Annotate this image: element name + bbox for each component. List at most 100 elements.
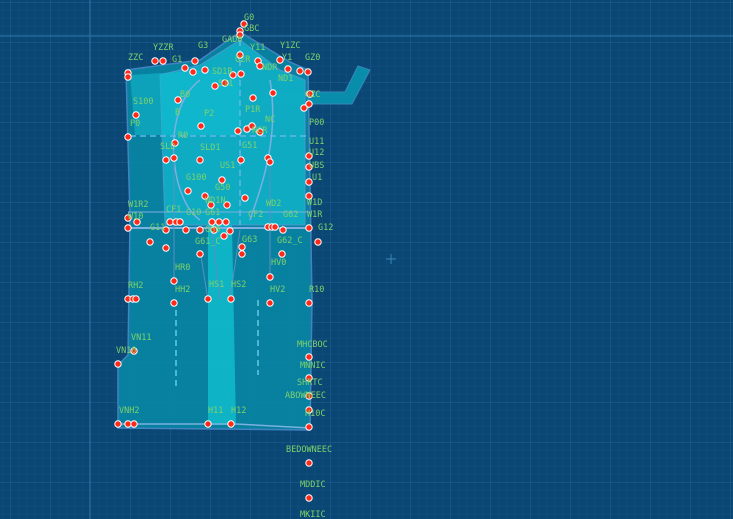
- pattern-point[interactable]: [162, 244, 170, 252]
- pattern-point[interactable]: [130, 347, 138, 355]
- pattern-point[interactable]: [220, 232, 228, 240]
- pattern-point[interactable]: [271, 223, 279, 231]
- pattern-point[interactable]: [276, 56, 284, 64]
- pattern-point[interactable]: [223, 201, 231, 209]
- pattern-point[interactable]: [238, 243, 246, 251]
- pattern-point[interactable]: [171, 139, 179, 147]
- pattern-point[interactable]: [305, 423, 313, 431]
- pattern-point[interactable]: [304, 68, 312, 76]
- pattern-point[interactable]: [207, 201, 215, 209]
- pattern-point[interactable]: [238, 250, 246, 258]
- pattern-point[interactable]: [204, 295, 212, 303]
- pattern-point[interactable]: [305, 374, 313, 382]
- pattern-point[interactable]: [162, 156, 170, 164]
- pattern-point[interactable]: [236, 31, 244, 39]
- pattern-point[interactable]: [248, 122, 256, 130]
- pattern-point[interactable]: [170, 154, 178, 162]
- pattern-point[interactable]: [236, 51, 244, 59]
- pattern-point[interactable]: [132, 111, 140, 119]
- pattern-point[interactable]: [170, 299, 178, 307]
- pattern-point[interactable]: [237, 156, 245, 164]
- pattern-point[interactable]: [241, 194, 249, 202]
- pattern-point[interactable]: [133, 218, 141, 226]
- pattern-point[interactable]: [305, 459, 313, 467]
- pattern-point[interactable]: [196, 250, 204, 258]
- pattern-point[interactable]: [278, 250, 286, 258]
- pattern-point[interactable]: [237, 70, 245, 78]
- point-label: CF1: [166, 205, 181, 215]
- pattern-point[interactable]: [201, 66, 209, 74]
- pattern-point[interactable]: [124, 224, 132, 232]
- pattern-points[interactable]: [114, 20, 322, 502]
- pattern-point[interactable]: [174, 96, 182, 104]
- pattern-point[interactable]: [314, 238, 322, 246]
- pattern-point[interactable]: [204, 420, 212, 428]
- pattern-point[interactable]: [222, 218, 230, 226]
- pattern-point[interactable]: [266, 158, 274, 166]
- pattern-point[interactable]: [296, 67, 304, 75]
- pattern-point[interactable]: [146, 238, 154, 246]
- pattern-point[interactable]: [306, 90, 314, 98]
- pattern-point[interactable]: [226, 227, 234, 235]
- pattern-point[interactable]: [221, 79, 229, 87]
- pattern-point[interactable]: [305, 353, 313, 361]
- pattern-point[interactable]: [132, 295, 140, 303]
- pattern-point[interactable]: [124, 214, 132, 222]
- pattern-point[interactable]: [305, 494, 313, 502]
- point-label: P00: [309, 118, 324, 128]
- pattern-point[interactable]: [266, 273, 274, 281]
- pattern-point[interactable]: [124, 73, 132, 81]
- pattern-point[interactable]: [305, 100, 313, 108]
- pattern-point[interactable]: [229, 71, 237, 79]
- pattern-point[interactable]: [159, 57, 167, 65]
- pattern-point[interactable]: [215, 218, 223, 226]
- pattern-point[interactable]: [196, 226, 204, 234]
- pattern-point[interactable]: [284, 65, 292, 73]
- pattern-point[interactable]: [184, 187, 192, 195]
- pattern-point[interactable]: [305, 224, 313, 232]
- pattern-point[interactable]: [124, 420, 132, 428]
- pattern-point[interactable]: [181, 64, 189, 72]
- pattern-point[interactable]: [234, 127, 242, 135]
- pattern-point[interactable]: [240, 20, 248, 28]
- pattern-point[interactable]: [208, 218, 216, 226]
- pattern-point[interactable]: [305, 406, 313, 414]
- pattern-point[interactable]: [130, 420, 138, 428]
- pattern-point[interactable]: [305, 392, 313, 400]
- pattern-point[interactable]: [196, 156, 204, 164]
- pattern-point[interactable]: [151, 57, 159, 65]
- pattern-point[interactable]: [305, 192, 313, 200]
- pattern-point[interactable]: [211, 82, 219, 90]
- pattern-point[interactable]: [162, 226, 170, 234]
- point-label: CF2: [248, 210, 263, 220]
- pattern-point[interactable]: [227, 420, 235, 428]
- pattern-point[interactable]: [279, 226, 287, 234]
- piece-center-panel[interactable]: [208, 225, 236, 425]
- pattern-point[interactable]: [191, 57, 199, 65]
- pattern-point[interactable]: [218, 176, 226, 184]
- pattern-point[interactable]: [201, 192, 209, 200]
- pattern-point[interactable]: [305, 178, 313, 186]
- pattern-point[interactable]: [300, 104, 308, 112]
- pattern-point[interactable]: [305, 299, 313, 307]
- pattern-point[interactable]: [182, 226, 190, 234]
- pattern-point[interactable]: [166, 218, 174, 226]
- pattern-point[interactable]: [227, 295, 235, 303]
- pattern-point[interactable]: [114, 360, 122, 368]
- pattern-point[interactable]: [210, 226, 218, 234]
- pattern-point[interactable]: [249, 94, 257, 102]
- pattern-point[interactable]: [266, 299, 274, 307]
- pattern-point[interactable]: [305, 152, 313, 160]
- point-label: G63: [242, 235, 257, 245]
- pattern-point[interactable]: [114, 420, 122, 428]
- pattern-point[interactable]: [189, 68, 197, 76]
- pattern-point[interactable]: [176, 218, 184, 226]
- pattern-point[interactable]: [124, 133, 132, 141]
- pattern-point[interactable]: [305, 163, 313, 171]
- pattern-point[interactable]: [170, 277, 178, 285]
- pattern-point[interactable]: [197, 122, 205, 130]
- pattern-point[interactable]: [269, 89, 277, 97]
- pattern-point[interactable]: [256, 62, 264, 70]
- pattern-point[interactable]: [256, 128, 264, 136]
